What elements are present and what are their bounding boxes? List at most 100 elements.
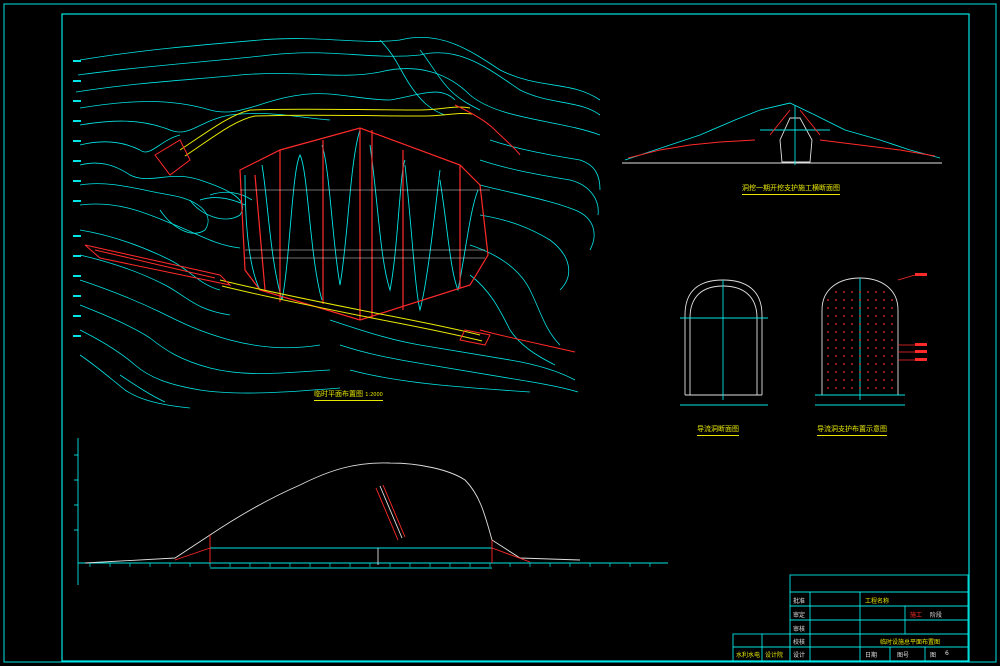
bolt-dot (835, 307, 837, 309)
bolt-dot (859, 323, 861, 325)
bolt-dot (891, 371, 893, 373)
bolt-dot (875, 307, 877, 309)
bolt-dot (867, 355, 869, 357)
bolt-dot (827, 379, 829, 381)
bolt-dot (827, 323, 829, 325)
bolt-dot (883, 299, 885, 301)
support-tags (915, 273, 927, 361)
cross-section-main (622, 102, 942, 165)
tunnel-section (680, 279, 768, 406)
bolt-dot (827, 363, 829, 365)
tb-row4-label: 校核 (793, 639, 806, 646)
bolt-dot (867, 347, 869, 349)
support-layout (815, 277, 905, 406)
plan-caption-text: 临时平面布置图 (314, 390, 363, 398)
tb-row3-label: 审核 (793, 626, 806, 633)
bolt-dot (835, 339, 837, 341)
tunnel-section-caption: 导流洞断面图 (697, 424, 739, 436)
tb-row1-label: 批准 (793, 598, 806, 605)
bolt-dot (835, 299, 837, 301)
bolt-dot (859, 339, 861, 341)
bolt-dot (859, 379, 861, 381)
tb-sheet-label: 图 (930, 652, 937, 659)
bolt-dot (867, 299, 869, 301)
bolt-dot (875, 291, 877, 293)
bolt-dot (835, 379, 837, 381)
bolt-dot (867, 371, 869, 373)
bolt-dot (859, 331, 861, 333)
bolt-dot (867, 315, 869, 317)
bolt-dot (835, 323, 837, 325)
bolt-dot (883, 379, 885, 381)
bolt-dot (827, 331, 829, 333)
bolt-dot (859, 291, 861, 293)
bolt-dot (843, 291, 845, 293)
bolt-dot (891, 307, 893, 309)
bolt-dot (851, 387, 853, 389)
bolt-dot (843, 315, 845, 317)
plan-contours (75, 36, 601, 409)
cavern-structure (239, 127, 489, 321)
bolt-dot (835, 331, 837, 333)
tb-drawing-title: 临时设施总平面布置图 (880, 639, 941, 646)
bolt-dot (835, 371, 837, 373)
bolt-dot (867, 379, 869, 381)
inner-frame (61, 13, 970, 662)
bolt-dot (883, 363, 885, 365)
bolt-dot (835, 315, 837, 317)
bolt-dot (859, 371, 861, 373)
tb-row2-label: 审定 (793, 612, 806, 619)
bolt-dot (883, 387, 885, 389)
tb-phase-label: 施工 (910, 612, 923, 619)
bolt-dot (883, 315, 885, 317)
bolt-dot (827, 315, 829, 317)
bolt-dot (827, 371, 829, 373)
bolt-dot (891, 363, 893, 365)
bolt-dot (851, 331, 853, 333)
tb-figure-label: 图号 (897, 652, 910, 659)
bolt-dot (891, 355, 893, 357)
bolt-dot (875, 355, 877, 357)
bolt-dot (843, 331, 845, 333)
bolt-dot (851, 307, 853, 309)
title-block-lines (732, 574, 969, 662)
bolt-dot (835, 387, 837, 389)
bolt-dot (891, 387, 893, 389)
bolt-dot (875, 387, 877, 389)
bolt-dot (843, 323, 845, 325)
bolt-dot (883, 307, 885, 309)
bolt-dot (851, 291, 853, 293)
tb-date-label: 日期 (865, 652, 878, 659)
bolt-dot (875, 315, 877, 317)
bolt-dot (883, 339, 885, 341)
bolt-dot (843, 363, 845, 365)
plan-caption-scale: 1:2000 (365, 392, 383, 398)
bolt-dot (867, 331, 869, 333)
support-layout-caption: 导流洞支护布置示意图 (817, 424, 887, 436)
bolt-dot (867, 307, 869, 309)
bolt-dot (891, 379, 893, 381)
bolt-dot (883, 291, 885, 293)
bolt-dot (891, 331, 893, 333)
bolt-dot (827, 387, 829, 389)
bolt-dot (843, 339, 845, 341)
bolt-dot (843, 355, 845, 357)
bolt-dot (883, 347, 885, 349)
bolt-dot (851, 363, 853, 365)
bolt-dot (875, 347, 877, 349)
cavern-outlines (244, 129, 479, 311)
bolt-dot (835, 363, 837, 365)
bolt-dot (867, 323, 869, 325)
access-roads (179, 106, 483, 342)
plan-tick-labels (73, 60, 81, 337)
bolt-dot (867, 291, 869, 293)
bolt-dot (843, 347, 845, 349)
bolt-dot (851, 315, 853, 317)
tb-stage-label: 工程名称 (865, 598, 890, 605)
tb-phase-value: 阶段 (930, 612, 943, 619)
bolt-dot (875, 363, 877, 365)
bolt-dot (859, 355, 861, 357)
bolt-dot (835, 347, 837, 349)
bolt-dot (875, 323, 877, 325)
